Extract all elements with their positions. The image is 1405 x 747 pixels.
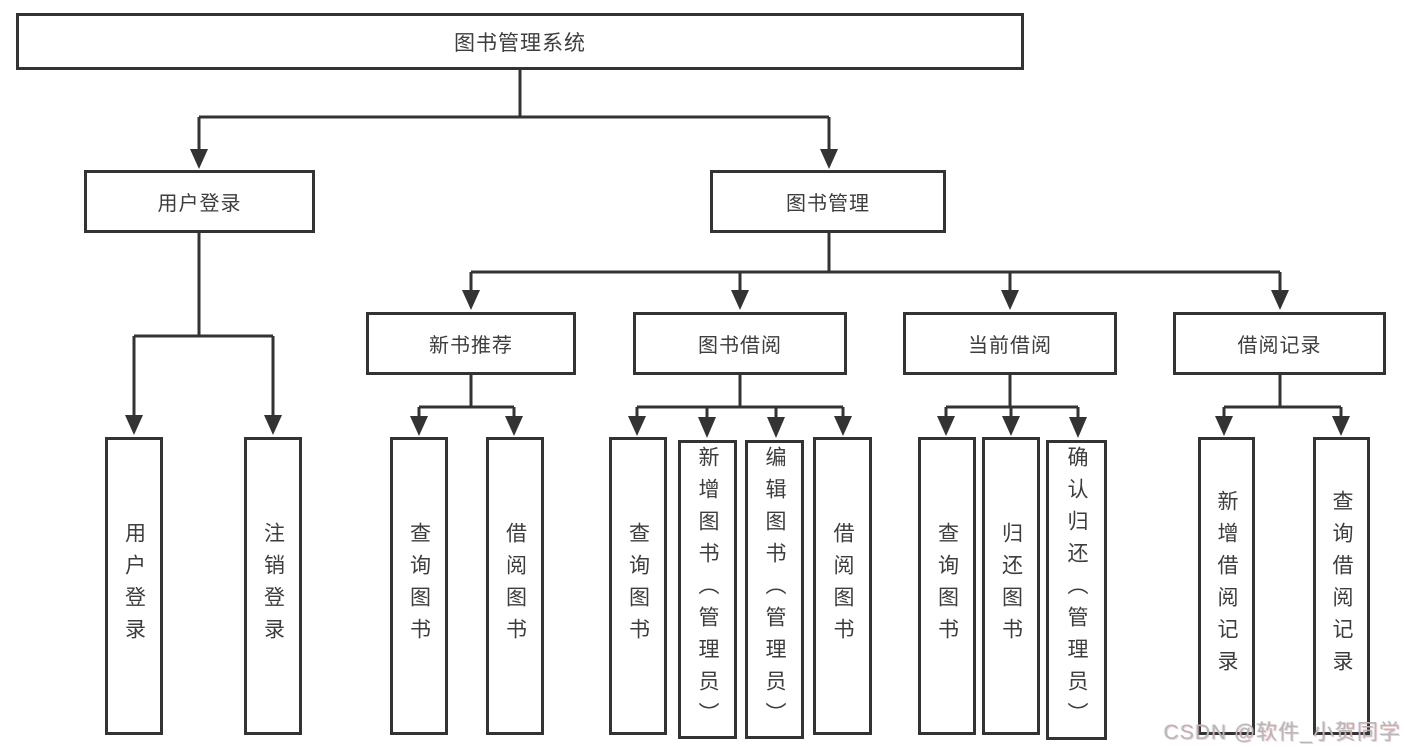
node-current-borrowing: 当前借阅 [903,312,1117,375]
leaf-label: 借阅图书 [831,522,855,650]
leaf-query-books-current: 查询图书 [918,437,976,735]
node-new-book-recommendation: 新书推荐 [366,312,576,375]
leaf-add-books-admin: 新增图书（管理员） [678,440,737,739]
leaf-label: 查询图书 [407,522,431,650]
node-label: 借阅记录 [1237,335,1322,357]
node-user-login: 用户登录 [84,170,315,233]
node-library-management-system: 图书管理系统 [16,13,1024,70]
arrowheads [125,149,1350,438]
leaf-label: 查询借阅记录 [1330,490,1354,682]
csdn-watermark: CSDN @软件_小贺同学 [1163,721,1401,744]
leaf-return-books: 归还图书 [982,437,1040,735]
node-book-borrowing: 图书借阅 [633,312,847,375]
node-label: 当前借阅 [968,335,1052,357]
leaf-add-borrow-record: 新增借阅记录 [1198,437,1255,735]
leaf-label: 查询图书 [935,522,959,650]
leaf-edit-books-admin: 编辑图书（管理员） [745,440,804,739]
node-book-management: 图书管理 [710,170,946,233]
node-label: 图书借阅 [698,335,782,357]
leaf-label: 查询图书 [626,522,650,650]
leaf-label: 用户登录 [122,522,146,650]
leaf-borrow-books-borrow: 借阅图书 [813,437,872,735]
leaf-query-books-recommend: 查询图书 [390,437,448,735]
leaf-label: 新增借阅记录 [1215,490,1239,682]
node-borrowing-records: 借阅记录 [1173,312,1386,375]
node-label: 图书管理系统 [454,31,586,55]
leaf-label: 借阅图书 [503,522,527,650]
leaf-label: 确认归还（管理员） [1065,446,1089,734]
node-label: 用户登录 [157,193,242,215]
leaf-user-login: 用户登录 [105,437,163,735]
leaf-label: 新增图书（管理员） [696,445,720,734]
leaf-confirm-return-admin: 确认归还（管理员） [1046,440,1107,740]
leaf-label: 归还图书 [999,522,1023,650]
leaf-logout-login: 注销登录 [244,437,302,735]
leaf-label: 注销登录 [261,522,285,650]
leaf-label: 编辑图书（管理员） [763,445,787,734]
leaf-borrow-books-recommend: 借阅图书 [486,437,544,735]
node-label: 图书管理 [786,193,870,215]
node-label: 新书推荐 [429,335,513,357]
leaf-query-books-borrow: 查询图书 [609,437,667,735]
tree-connectors [132,70,1343,419]
leaf-query-borrow-record: 查询借阅记录 [1313,437,1370,735]
